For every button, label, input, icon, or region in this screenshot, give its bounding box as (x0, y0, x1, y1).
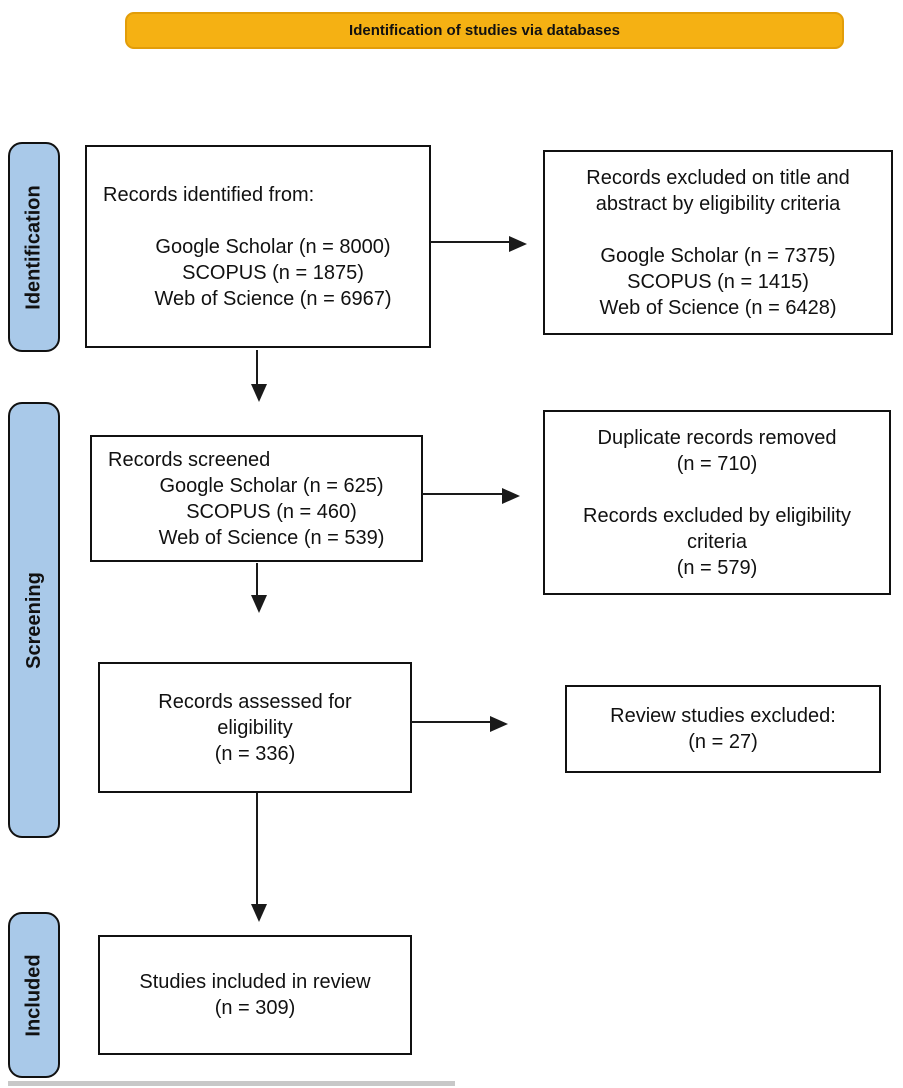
text-line: Web of Science (n = 6428) (599, 296, 837, 319)
text-line: Review studies excluded: (610, 705, 836, 727)
stage-included-label: Included (22, 953, 45, 1037)
text-line: Studies included in review (139, 971, 371, 993)
text-line (87, 208, 429, 234)
banner-title: Identification of studies via databases (349, 22, 620, 39)
box-duplicates-removed-lines: Duplicate records removed (n = 710) Recor… (545, 425, 889, 581)
arrow-assessed-to-review-excluded (411, 716, 508, 732)
text-line: Google Scholar (n = 8000) (155, 235, 391, 258)
text-line: Google Scholar (n = 625) (159, 474, 384, 497)
text-line: (n = 579) (676, 556, 758, 579)
text-line: (n = 336) (214, 742, 296, 765)
stage-identification: Identification (8, 142, 60, 352)
box-records-assessed-lines: Records assessed for eligibility (n = 336) (100, 689, 410, 767)
stage-screening: Screening (8, 402, 60, 838)
text-line: Web of Science (n = 6967) (154, 287, 392, 310)
box-records-assessed: Records assessed for eligibility (n = 336) (98, 662, 412, 793)
stage-screening-label: Screening (22, 571, 45, 669)
text-line: (n = 710) (676, 452, 758, 475)
text-line: Duplicate records removed (597, 426, 837, 449)
text-line: Records assessed for (158, 690, 352, 713)
box-records-identified-heading: Records identified from: (103, 183, 315, 206)
box-records-screened-heading: Records screened (108, 448, 271, 471)
text-line: (n = 309) (214, 997, 296, 1019)
arrow-identified-to-screened (251, 350, 267, 402)
box-records-screened: Records screened Google Scholar (n = 625… (90, 435, 423, 562)
text-line: SCOPUS (n = 1875) (182, 261, 364, 284)
box-duplicates-removed: Duplicate records removed (n = 710) Recor… (543, 410, 891, 595)
arrow-identified-to-excluded (430, 236, 527, 252)
text-line: (n = 27) (688, 731, 758, 753)
text-line: criteria (686, 530, 747, 553)
arrow-screened-to-duplicates (422, 488, 520, 504)
box-studies-included: Studies included in review (n = 309) (98, 935, 412, 1055)
text-line: Web of Science (n = 539) (158, 526, 385, 549)
box-review-studies-excluded-lines: Review studies excluded: (n = 27) (567, 703, 879, 755)
text-line: Records excluded by eligibility (583, 504, 851, 527)
text-line: Records excluded on title and (586, 166, 850, 189)
page-edge-artifact (8, 1081, 455, 1086)
text-line: SCOPUS (n = 1415) (627, 270, 809, 293)
text-line: abstract by eligibility criteria (595, 192, 841, 215)
box-records-identified: Records identified from: Google Scholar … (85, 145, 431, 348)
arrow-screened-to-assessed (251, 563, 267, 613)
box-review-studies-excluded: Review studies excluded: (n = 27) (565, 685, 881, 773)
box-records-excluded-title-abstract: Records excluded on title and abstract by… (543, 150, 893, 335)
text-line (545, 477, 889, 503)
text-line: SCOPUS (n = 460) (186, 500, 357, 523)
box-studies-included-lines: Studies included in review (n = 309) (100, 969, 410, 1021)
arrow-assessed-to-included (251, 793, 267, 922)
banner-identification-via-databases: Identification of studies via databases (125, 12, 844, 49)
box-records-excluded-title-abstract-lines: Records excluded on title and abstract by… (545, 165, 891, 321)
stage-included: Included (8, 912, 60, 1078)
stage-identification-label: Identification (22, 184, 45, 310)
box-records-screened-lines: Google Scholar (n = 625) SCOPUS (n = 460)… (92, 473, 421, 551)
box-records-identified-lines: Google Scholar (n = 8000) SCOPUS (n = 187… (87, 208, 429, 312)
text-line: eligibility (217, 716, 293, 739)
text-line (545, 217, 891, 243)
text-line: Google Scholar (n = 7375) (600, 244, 836, 267)
